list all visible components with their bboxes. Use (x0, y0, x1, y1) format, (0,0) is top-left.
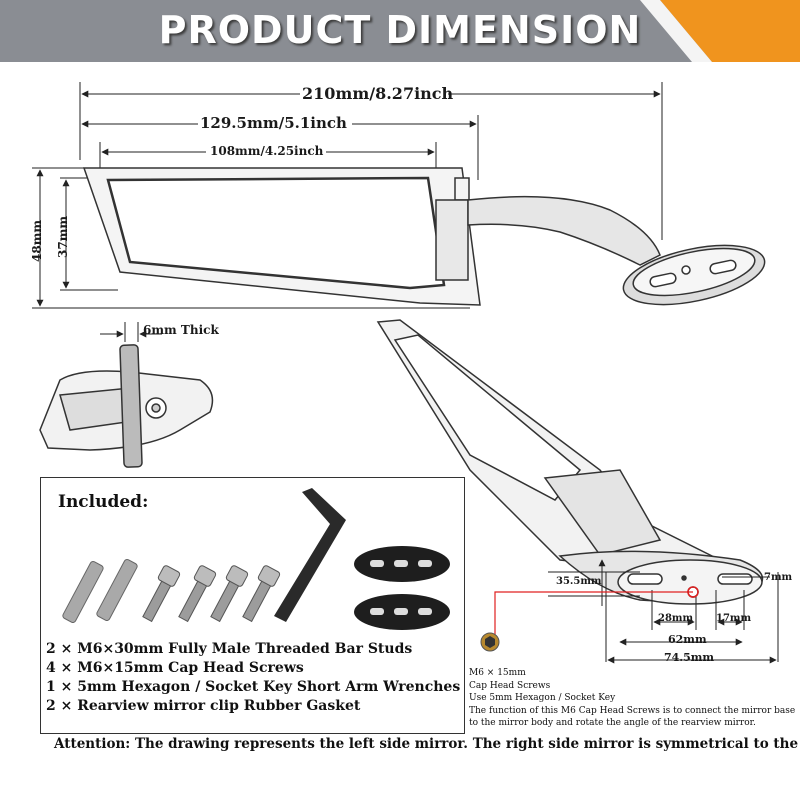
page-title: PRODUCT DIMENSION (158, 8, 642, 52)
screw-note-line: The function of this M6 Cap Head Screws … (469, 705, 796, 716)
base-inner-label: 62mm (668, 633, 707, 646)
hole-spacing-a-label: 28mm (658, 613, 694, 624)
included-item: 1 × 5mm Hexagon / Socket Key Short Arm W… (46, 679, 461, 695)
rubber-gasket-icon (354, 546, 450, 630)
included-item: 2 × Rearview mirror clip Rubber Gasket (46, 698, 361, 714)
total-length-label: 210mm/8.27inch (302, 84, 454, 103)
header-accent (640, 0, 800, 62)
included-heading: Included: (58, 492, 149, 512)
included-list: 2 × M6×30mm Fully Male Threaded Bar Stud… (46, 640, 460, 716)
attention-note: Attention: The drawing represents the le… (54, 736, 800, 752)
glass-length-label: 108mm/4.25inch (210, 144, 324, 158)
screw-icon (480, 632, 500, 652)
screw-note-line: to the mirror body and rotate the angle … (469, 718, 756, 728)
hex-wrench-icon (274, 488, 346, 622)
included-item: 2 × M6×30mm Fully Male Threaded Bar Stud… (46, 641, 413, 657)
thickness-label: 6mm Thick (143, 323, 219, 337)
included-parts-illustration (62, 488, 450, 630)
total-height-label: 48mm (30, 219, 44, 262)
base-offset-label: 35.5mm (556, 576, 602, 587)
screw-note-line: Cap Head Screws (469, 680, 551, 691)
cap-screw-icon (142, 565, 281, 623)
slot-width-label: 7mm (764, 572, 793, 583)
base-outer-label: 74.5mm (664, 651, 715, 664)
hole-spacing-b-label: 17mm (716, 613, 752, 624)
screw-note-line: Use 5mm Hexagon / Socket Key (469, 693, 616, 703)
screw-note: M6 × 15mm Cap Head Screws Use 5mm Hexago… (469, 667, 799, 730)
threaded-stud-icon (62, 559, 138, 623)
mirror-length-label: 129.5mm/5.1inch (200, 114, 347, 132)
screw-note-line: M6 × 15mm (469, 668, 526, 678)
included-item: 4 × M6×15mm Cap Head Screws (46, 660, 304, 676)
glass-height-label: 37mm (56, 215, 70, 258)
